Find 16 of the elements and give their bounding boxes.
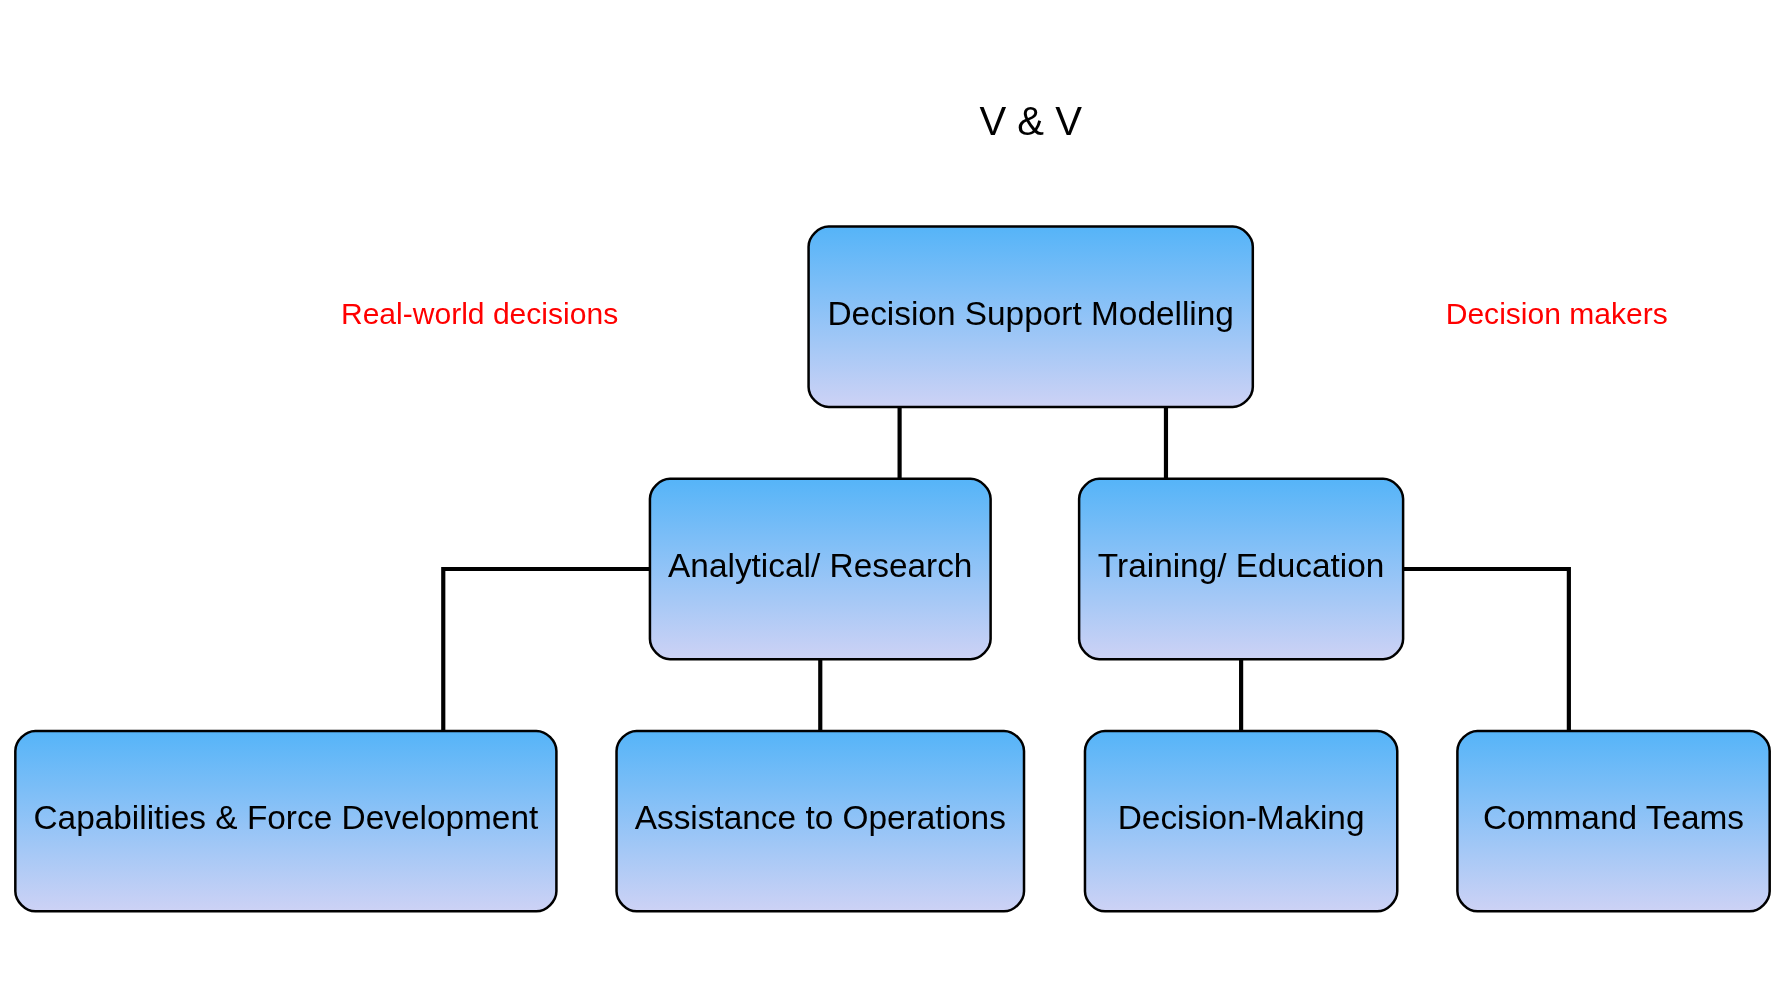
node-box: Assistance to Operations [615,729,1026,913]
connector [441,566,650,731]
node-box: Decision-Making [1083,729,1399,913]
node-box: Decision Support Modelling [807,225,1255,409]
node-box: Command Teams [1456,729,1771,913]
label: V & V [979,99,1082,144]
label: Decision makers [1445,297,1668,331]
connector [1163,407,1169,479]
connector [1239,659,1244,731]
connector [818,659,823,731]
connector [897,407,902,479]
connector [1403,566,1571,731]
node-box: Analytical/ Research [648,477,992,661]
node-box: Capabilities & Force Development [14,729,558,913]
label: Real-world decisions [340,297,619,331]
node-box: Training/ Education [1077,477,1405,661]
